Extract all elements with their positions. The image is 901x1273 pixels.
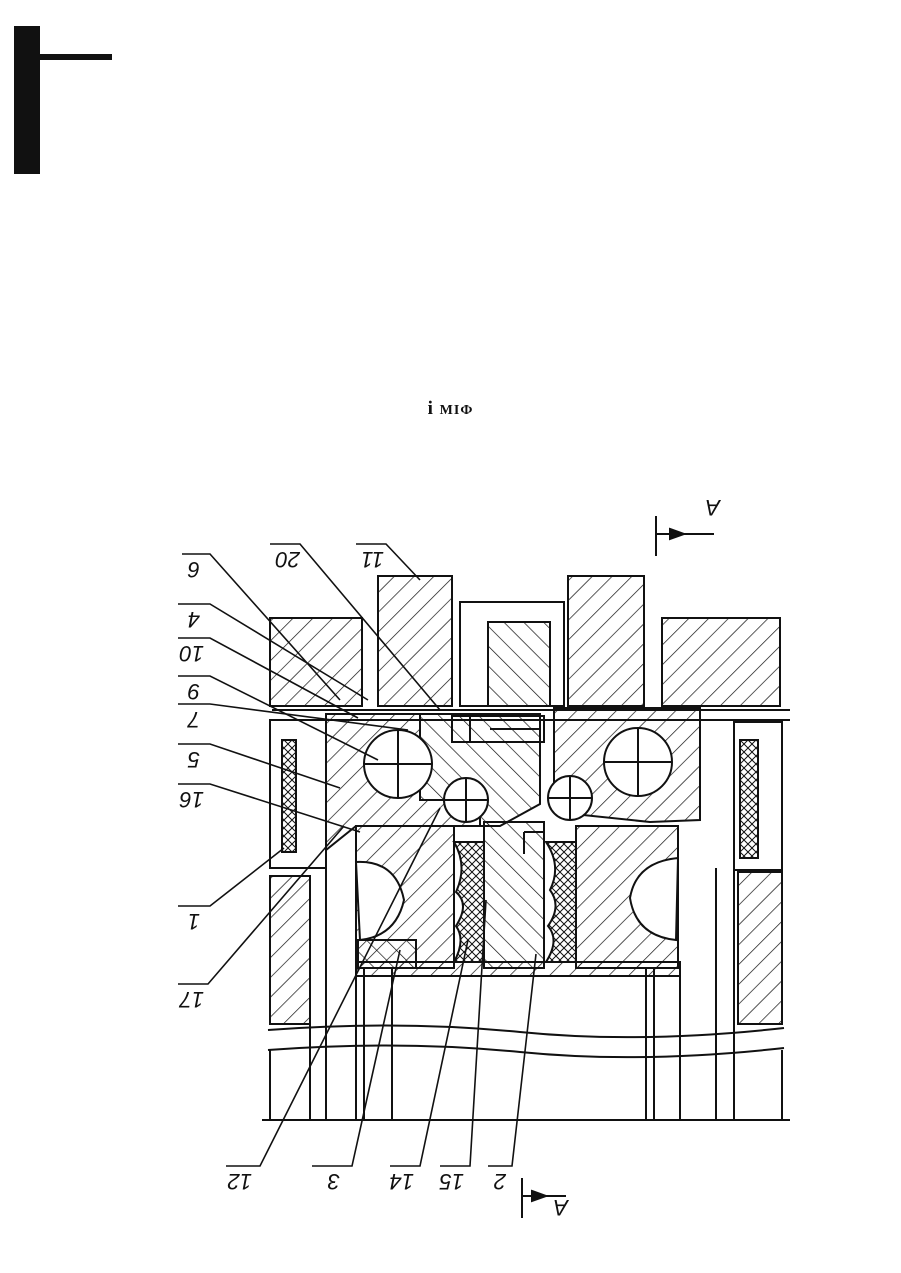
seal-right bbox=[740, 740, 758, 858]
label-1: 1 bbox=[188, 909, 200, 934]
elastic-element-14-right bbox=[546, 842, 576, 962]
label-3: 3 bbox=[327, 1169, 340, 1194]
drawing-geometry bbox=[178, 516, 790, 1218]
label-15: 15 bbox=[439, 1169, 464, 1194]
part-11-right bbox=[568, 576, 644, 706]
label-9: 9 bbox=[188, 679, 200, 704]
label-10: 10 bbox=[179, 641, 204, 666]
seal-left bbox=[282, 740, 296, 852]
part-11-left bbox=[378, 576, 452, 706]
label-16: 16 bbox=[179, 787, 204, 812]
part-center-top bbox=[488, 622, 550, 706]
part-block-left bbox=[270, 618, 362, 706]
outer-right-body bbox=[738, 872, 782, 1024]
center-shaft-2 bbox=[484, 822, 544, 968]
outer-left-body bbox=[270, 876, 310, 1024]
label-5: 5 bbox=[187, 747, 200, 772]
section-mark-top: А bbox=[705, 495, 722, 520]
label-4: 4 bbox=[188, 607, 200, 632]
label-2: 2 bbox=[494, 1169, 507, 1194]
label-17: 17 bbox=[179, 987, 204, 1012]
label-11: 11 bbox=[361, 547, 384, 572]
label-7: 7 bbox=[187, 707, 200, 732]
label-6: 6 bbox=[187, 557, 200, 582]
label-12: 12 bbox=[228, 1169, 252, 1194]
section-mark-bottom: А bbox=[553, 1195, 570, 1220]
label-14: 14 bbox=[390, 1169, 414, 1194]
label-20: 20 bbox=[275, 547, 301, 572]
part-block-right bbox=[662, 618, 780, 706]
elastic-element-14-left bbox=[454, 842, 484, 962]
